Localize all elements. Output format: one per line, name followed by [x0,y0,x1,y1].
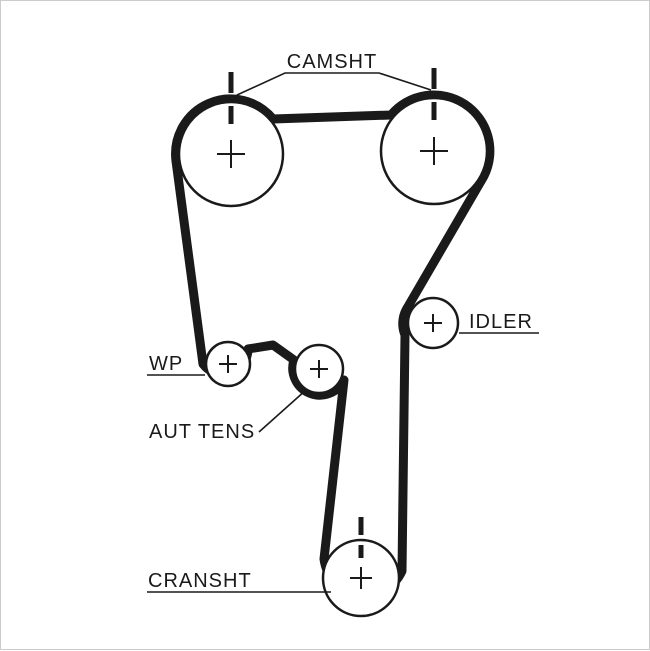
camshaft-label-pointer [236,72,432,96]
timing-belt-path [171,90,495,600]
aut-tens-label: AUT TENS [149,421,255,443]
center-cross-idler [424,314,442,332]
camshaft-label: CAMSHT [287,51,377,73]
center-cross-tensioner [310,360,328,378]
center-cross-crankshaft [350,567,372,589]
aut-tens-label-pointer [258,389,307,433]
center-cross-camshaft-right [420,137,448,165]
center-cross-camshaft-left [217,140,245,168]
wp-label: WP [149,353,183,375]
idler-label: IDLER [469,311,533,333]
cranshT-label: CRANSHT [148,570,252,592]
center-cross-water-pump [219,355,237,373]
